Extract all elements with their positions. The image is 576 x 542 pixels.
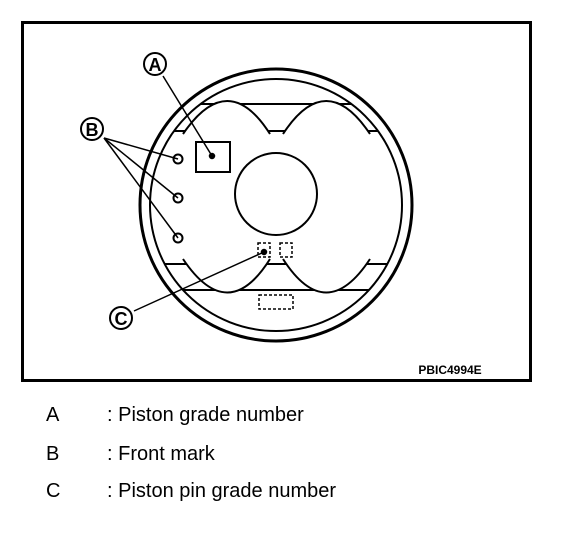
- svg-text:C: C: [115, 309, 128, 329]
- legend-description: : Front mark: [107, 443, 215, 465]
- svg-text:B: B: [86, 120, 99, 140]
- legend-description: : Piston pin grade number: [107, 480, 337, 502]
- legend-key: B: [46, 443, 60, 465]
- leader-lines: [103, 75, 268, 312]
- piston-pin-grade-number-area: [257, 242, 293, 258]
- center-bowl: [234, 152, 318, 236]
- piston-grade-number-area: [195, 141, 231, 173]
- legend-description: : Piston grade number: [107, 404, 304, 426]
- callout-c: C: [109, 306, 133, 330]
- svg-text:A: A: [149, 55, 162, 75]
- lower-mark: [258, 294, 294, 310]
- legend-key: A: [46, 404, 60, 426]
- piston-top-diagram: A B C PBIC4994E: [21, 21, 532, 382]
- callout-a: A: [143, 52, 167, 76]
- front-marks: [172, 153, 184, 244]
- legend-key: C: [46, 480, 61, 502]
- figure-frame: [21, 21, 532, 382]
- figure-code: PBIC4994E: [418, 363, 481, 377]
- callout-b: B: [80, 117, 104, 141]
